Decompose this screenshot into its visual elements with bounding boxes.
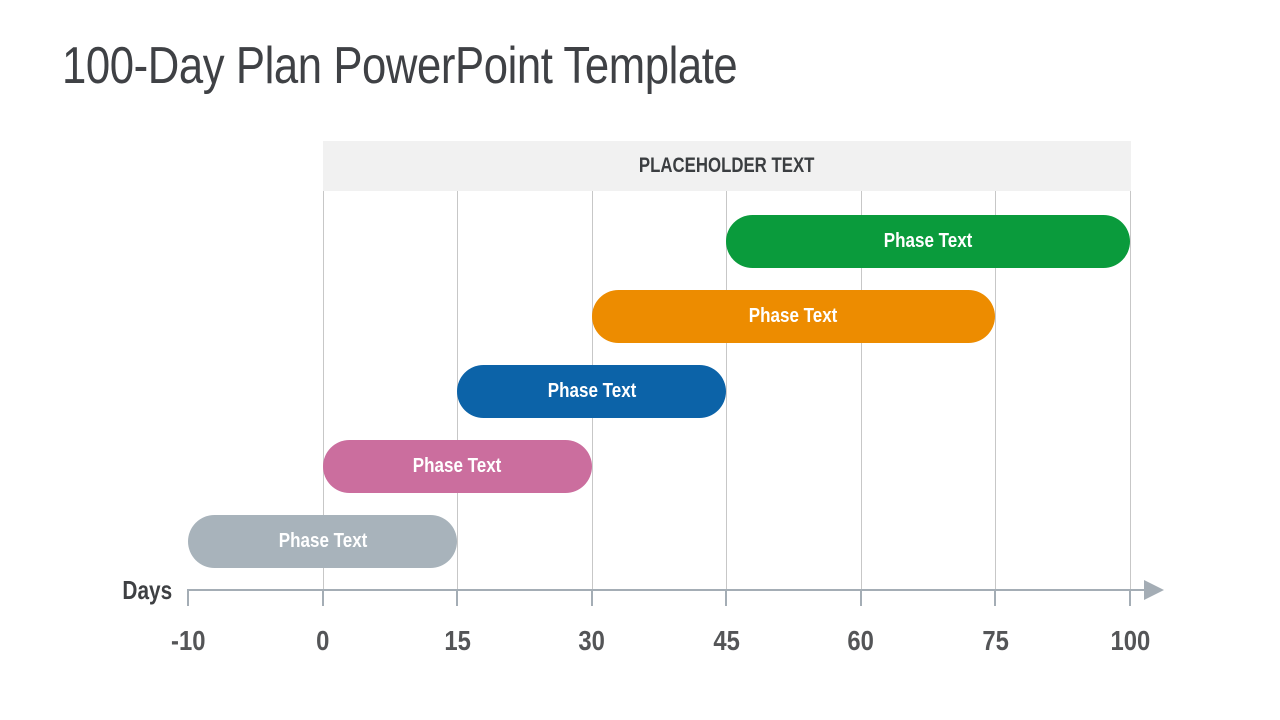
gridline xyxy=(995,191,997,590)
placeholder-header-band: PLACEHOLDER TEXT xyxy=(322,141,1131,191)
phase-bar: Phase Text xyxy=(322,440,592,493)
axis-tick-label-text: 100 xyxy=(1110,625,1150,656)
axis-tick-label-text: -10 xyxy=(170,625,206,656)
axis-tick-label: -10 xyxy=(128,627,248,655)
x-axis-line xyxy=(188,589,1146,591)
axis-tick xyxy=(725,589,728,606)
axis-tick xyxy=(187,589,189,606)
x-axis-title-text: Days xyxy=(122,575,172,605)
axis-tick-label: 30 xyxy=(532,627,652,655)
axis-tick-label: 60 xyxy=(801,627,921,655)
gridline xyxy=(322,191,324,590)
axis-tick-label: 75 xyxy=(935,627,1055,655)
phase-bar: Phase Text xyxy=(591,290,996,343)
axis-tick-label-text: 15 xyxy=(443,625,471,656)
phase-bar: Phase Text xyxy=(457,365,727,418)
x-axis-title: Days xyxy=(60,576,172,604)
axis-tick xyxy=(456,589,459,606)
axis-tick xyxy=(590,589,593,606)
axis-tick-label: 0 xyxy=(263,627,383,655)
gridline xyxy=(726,191,728,590)
axis-tick-label: 15 xyxy=(397,627,517,655)
phase-bar-label: Phase Text xyxy=(412,455,502,477)
phase-bar: Phase Text xyxy=(188,515,458,568)
axis-tick-label: 45 xyxy=(666,627,786,655)
axis-tick-label: 100 xyxy=(1070,627,1190,655)
axis-tick-label-text: 45 xyxy=(713,625,740,656)
gridline xyxy=(860,191,862,590)
phase-bar-label: Phase Text xyxy=(749,305,838,327)
axis-tick-label-text: 75 xyxy=(982,625,1009,656)
phase-bar-label: Phase Text xyxy=(278,530,367,552)
axis-tick-label-text: 60 xyxy=(847,625,875,656)
axis-tick-label-text: 0 xyxy=(315,625,330,656)
phase-bar-label: Phase Text xyxy=(547,380,636,402)
axis-tick xyxy=(321,589,324,606)
placeholder-header-label: PLACEHOLDER TEXT xyxy=(639,154,815,177)
axis-tick xyxy=(859,589,862,606)
gridline xyxy=(1130,191,1131,590)
axis-tick xyxy=(994,589,997,606)
axis-tick-label-text: 30 xyxy=(578,625,605,656)
x-axis-arrow-icon xyxy=(1144,580,1164,600)
phase-bar: Phase Text xyxy=(726,215,1130,268)
axis-tick xyxy=(1129,589,1131,606)
slide-title: 100-Day Plan PowerPoint Template xyxy=(62,37,738,95)
phase-bar-label: Phase Text xyxy=(883,230,973,252)
